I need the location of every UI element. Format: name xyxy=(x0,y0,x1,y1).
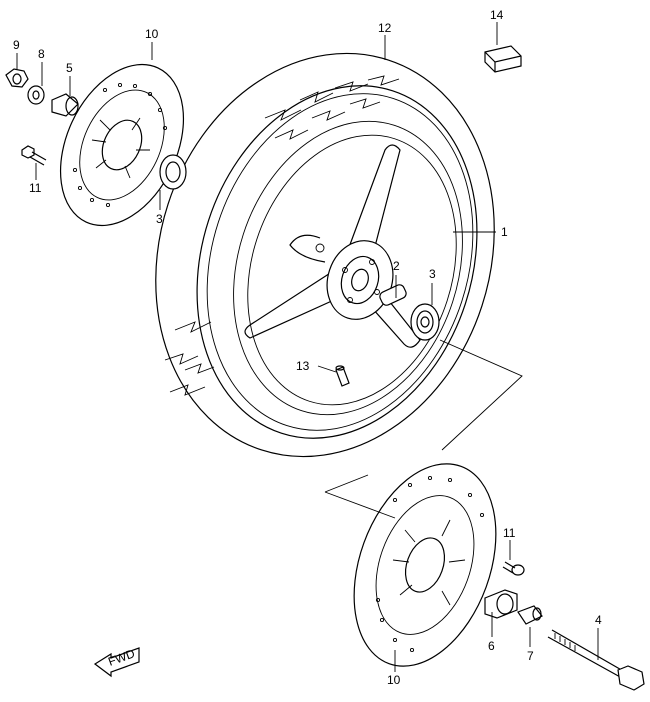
callout-13: 13 xyxy=(296,359,310,373)
axle-collar xyxy=(51,93,79,117)
callout-5: 5 xyxy=(66,61,73,75)
brake-disc-left xyxy=(59,63,185,227)
leader-lines xyxy=(16,22,599,672)
axle-nut xyxy=(5,68,29,88)
plane-outline-upper xyxy=(439,339,523,451)
callout-11-right: 11 xyxy=(503,526,516,540)
disc-bolt-right xyxy=(502,561,525,576)
wheel-collar xyxy=(484,589,518,619)
callout-11-left: 11 xyxy=(29,181,42,195)
front-axle xyxy=(547,629,645,691)
axle-spacer-small xyxy=(517,605,543,625)
wheel-bearing-right xyxy=(410,303,440,341)
wheel-bearing-left xyxy=(159,154,187,190)
callout-10-bottom: 10 xyxy=(387,673,401,687)
plane-outline-lower xyxy=(324,474,396,519)
callout-3-right: 3 xyxy=(429,267,436,281)
tire xyxy=(155,52,495,458)
callouts: 12 14 10 9 8 5 11 3 1 2 3 13 11 4 6 7 10 xyxy=(13,8,602,687)
washer xyxy=(27,85,45,105)
forward-arrow-icon: FWD xyxy=(93,646,140,678)
wheel-rim xyxy=(233,120,463,416)
callout-7: 7 xyxy=(527,649,534,663)
callout-8: 8 xyxy=(38,47,45,61)
axle-spacer xyxy=(379,284,407,306)
callout-1: 1 xyxy=(501,225,508,239)
callout-10-top: 10 xyxy=(145,27,159,41)
callout-14: 14 xyxy=(490,8,504,22)
callout-6: 6 xyxy=(488,639,495,653)
callout-12: 12 xyxy=(378,21,392,35)
disc-bolt-left xyxy=(21,145,47,166)
valve-cap xyxy=(484,45,522,73)
callout-4: 4 xyxy=(595,613,602,627)
tire-valve xyxy=(335,365,350,387)
callout-9: 9 xyxy=(13,38,20,52)
brake-disc-right xyxy=(353,463,497,667)
callout-3-left: 3 xyxy=(156,212,163,226)
callout-2: 2 xyxy=(393,259,400,273)
